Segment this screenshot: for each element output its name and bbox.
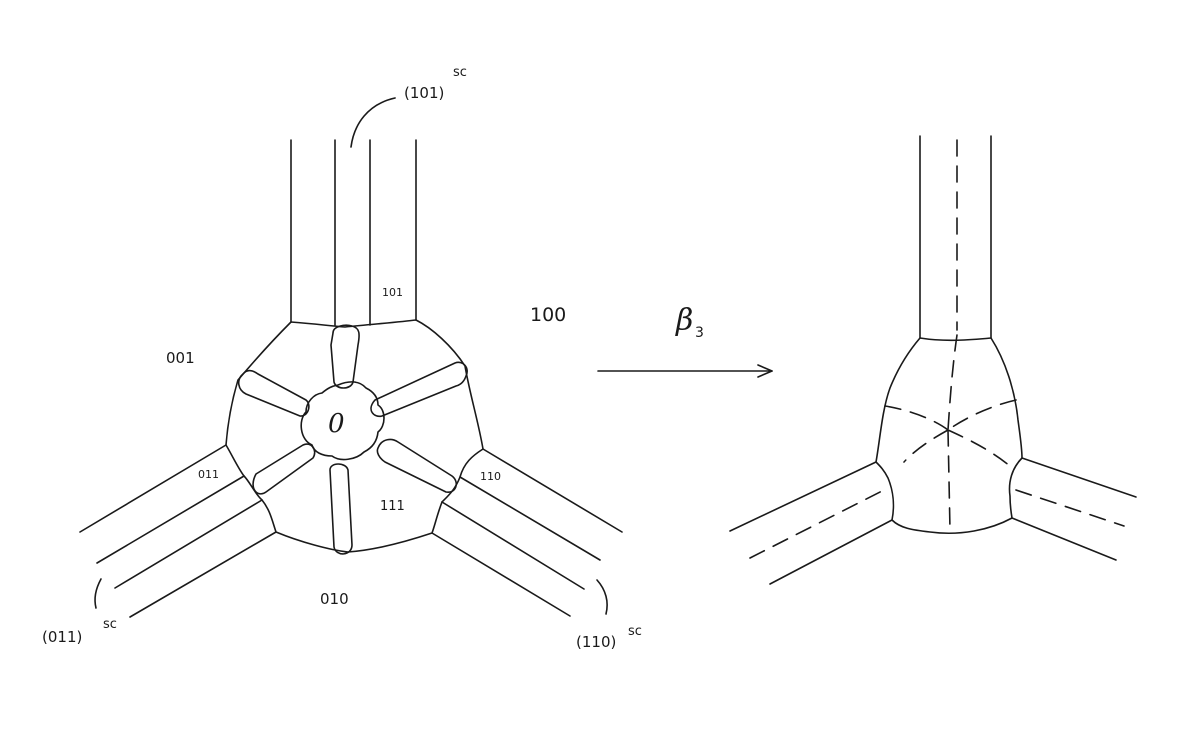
lower-left-strands — [79, 444, 277, 618]
arrow-label: β — [675, 303, 693, 338]
arrow-subscript: 3 — [695, 325, 704, 341]
region-100-label: 100 — [530, 304, 566, 326]
sc-011-sup: sc — [103, 617, 117, 632]
center-label: 0 — [328, 409, 345, 439]
sc-110-label: (110) — [576, 633, 616, 651]
center-outline — [225, 319, 484, 553]
region-001-label: 001 — [166, 349, 195, 367]
sc-101-label: (101) — [404, 84, 444, 102]
center-flower — [300, 381, 385, 461]
ribs — [237, 324, 468, 555]
region-110-label: 110 — [480, 470, 501, 483]
sc-101-sup: sc — [453, 65, 467, 80]
region-011-label: 011 — [198, 468, 219, 481]
sc-110-sup: sc — [628, 624, 642, 639]
right-figure — [729, 135, 1137, 585]
vertical-strands — [290, 97, 417, 326]
left-figure: 001 100 010 101 011 110 111 0 (101) sc (… — [42, 65, 642, 651]
sc-011-label: (011) — [42, 628, 82, 646]
transition-arrow: β 3 — [597, 303, 773, 378]
region-111-label: 111 — [380, 499, 405, 514]
lower-right-strands — [431, 448, 623, 617]
region-010-label: 010 — [320, 590, 349, 608]
region-101-label: 101 — [382, 286, 403, 299]
